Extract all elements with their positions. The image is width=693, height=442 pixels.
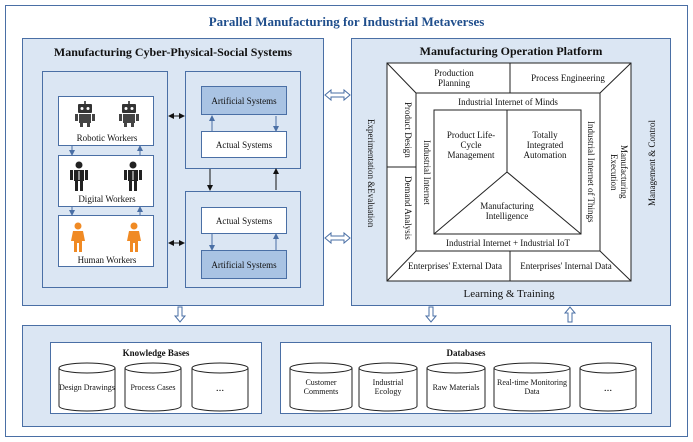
database-cylinder-icon <box>124 362 182 412</box>
learning-training-label: Learning & Training <box>463 288 555 300</box>
top-artificial-systems: Artificial Systems <box>201 86 287 115</box>
db-monitoring-data: Real-time Monitoring Data <box>497 378 567 396</box>
diagram-title: Parallel Manufacturing for Industrial Me… <box>208 14 485 29</box>
kb-process-cases: Process Cases <box>130 382 176 392</box>
outer-frame <box>5 5 688 437</box>
demand-analysis: Demand Analysis <box>403 176 413 240</box>
robot-icon <box>73 101 97 127</box>
bottom-actual-systems: Actual Systems <box>201 207 287 234</box>
tia-label: Totally Integrated Automation <box>523 130 567 160</box>
db-more: ... <box>603 382 613 394</box>
digital-human-icon <box>69 161 89 191</box>
plm-label: Product Life-Cycle Management <box>446 130 496 160</box>
cpss-title: Manufacturing Cyber-Physical-Social Syst… <box>53 44 293 59</box>
mi-label: Manufacturing Intelligence <box>480 201 534 221</box>
database-cylinder-icon <box>191 362 249 412</box>
industrial-internet-of-minds: Industrial Internet of Minds <box>458 96 558 107</box>
manufacturing-execution: Manufacturing Execution <box>609 145 629 199</box>
experimentation-evaluation-label: Experimentation &Evaluation <box>366 118 376 228</box>
top-actual-systems: Actual Systems <box>201 131 287 158</box>
internal-data: Enterprises' Internal Data <box>520 261 612 271</box>
robotic-workers-box: Robotic Workers <box>58 96 154 146</box>
db-industrial-ecology: Industrial Ecology <box>372 378 404 396</box>
industrial-internet-of-things: Industrial Internet of Things <box>586 121 596 223</box>
digital-workers-label: Digital Workers <box>78 194 136 204</box>
industrial-internet-iot: Industrial Internet + Industrial IoT <box>445 237 571 248</box>
mop-title: Manufacturing Operation Platform <box>419 43 603 58</box>
human-icon <box>69 222 87 252</box>
human-workers-box: Human Workers <box>58 215 154 267</box>
industrial-internet: Industrial Internet <box>422 139 432 205</box>
database-cylinder-icon <box>58 362 116 412</box>
db-raw-materials: Raw Materials <box>432 382 480 392</box>
kb-more: ... <box>215 382 225 394</box>
databases-title: Databases <box>446 347 486 358</box>
kb-design-drawings: Design Drawings <box>59 382 115 392</box>
db-customer-comments: Customer Comments <box>303 378 339 396</box>
external-data: Enterprises' External Data <box>407 261 503 271</box>
production-planning: Production Planning <box>434 68 474 88</box>
human-icon <box>125 222 143 252</box>
database-cylinder-icon <box>358 362 418 412</box>
knowledge-bases-title: Knowledge Bases <box>122 347 190 358</box>
bottom-artificial-systems: Artificial Systems <box>201 250 287 279</box>
process-engineering: Process Engineering <box>531 73 605 83</box>
database-cylinder-icon <box>289 362 353 412</box>
digital-workers-box: Digital Workers <box>58 155 154 207</box>
human-workers-label: Human Workers <box>77 255 137 265</box>
database-cylinder-icon <box>493 362 571 412</box>
product-design: Product Design <box>403 102 413 158</box>
robot-icon <box>117 101 141 127</box>
database-cylinder-icon <box>426 362 486 412</box>
robotic-workers-label: Robotic Workers <box>76 133 138 143</box>
database-cylinder-icon <box>579 362 637 412</box>
digital-human-icon <box>123 161 143 191</box>
